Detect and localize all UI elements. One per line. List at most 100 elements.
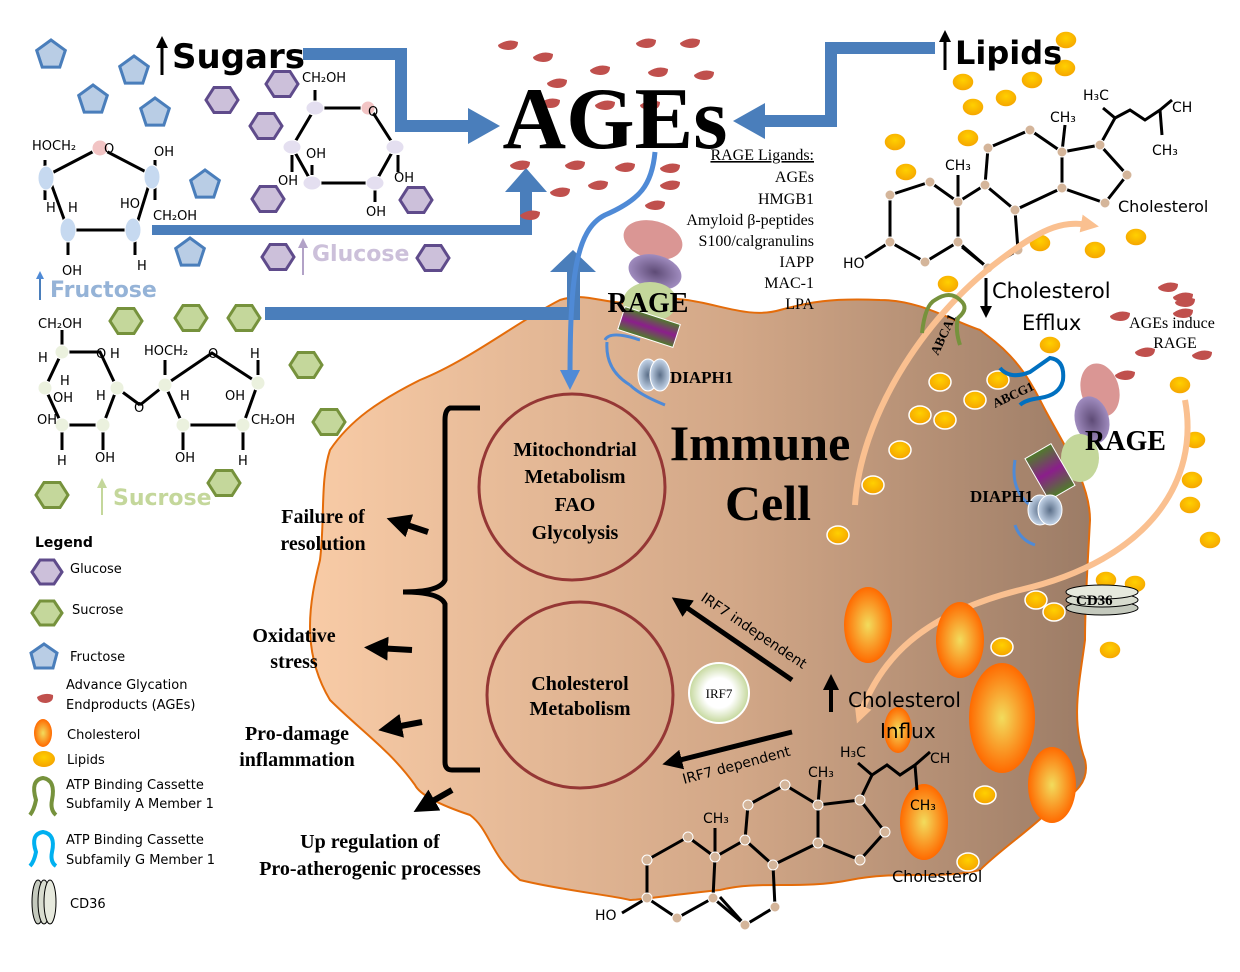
chem-label: CH₃: [808, 765, 834, 781]
age-droplet-icon: [37, 693, 54, 703]
chol-met-text: Cholesterol: [531, 673, 629, 695]
fructose-pentagon: [138, 96, 172, 127]
lipid-dot: [936, 274, 960, 294]
atom-node: [37, 165, 55, 191]
lipids-to-ages-arrow: [733, 42, 935, 139]
immune-cell-title: Cell: [725, 475, 811, 531]
lipid-dot-icon: [33, 751, 55, 767]
sucrose-hexagon: [311, 408, 347, 436]
sugars-to-ages-arrow: [303, 48, 500, 144]
oxygen-node: [360, 100, 376, 116]
chem-label: H: [250, 347, 260, 362]
age-droplet: [510, 160, 530, 170]
sucrose-hexagon: [206, 469, 242, 497]
chem-label: HO: [843, 256, 865, 272]
fructose-pentagon: [76, 83, 110, 114]
ligand-item: LPA: [785, 296, 814, 313]
legend-label: Cholesterol: [67, 728, 140, 743]
atom-node: [767, 859, 779, 871]
mito-text: Glycolysis: [532, 522, 619, 544]
legend-label: Advance Glycation: [66, 678, 188, 693]
chem-label: OH: [62, 264, 82, 279]
atom-node: [143, 164, 161, 190]
chem-label: H: [57, 454, 67, 469]
mito-text: Metabolism: [524, 466, 625, 488]
lipid-dot: [888, 440, 912, 460]
lipids-text: Lipids: [955, 34, 1062, 72]
age-droplet: [694, 70, 714, 80]
chem-label: OH: [95, 451, 115, 466]
abca1-loop-icon: [28, 775, 58, 817]
chem-label: HO: [595, 908, 617, 924]
sugars-label: Sugars: [156, 36, 305, 77]
legend-label: Subfamily G Member 1: [66, 853, 215, 868]
sugars-text: Sugars: [172, 37, 305, 77]
glucose-hexagon-icon: [30, 558, 64, 586]
atom-node: [641, 892, 653, 904]
sucrose-label: Sucrose: [97, 478, 212, 515]
irf7-label: IRF7: [706, 686, 733, 701]
age-droplet: [520, 210, 540, 220]
fructose-pentagon: [34, 38, 68, 69]
rage-receptor-top: [603, 220, 683, 407]
lipid-dot: [908, 405, 932, 425]
cd36-icon: [31, 879, 57, 925]
outcome-text: Up regulation of: [300, 831, 440, 853]
chem-label: H: [68, 201, 78, 216]
chem-label: H: [96, 389, 106, 404]
influx-text: Cholesterol: [848, 688, 961, 712]
chem-label: H: [46, 201, 56, 216]
atom-node: [1056, 146, 1068, 158]
sucrose-hexagon: [34, 481, 70, 509]
lipid-dot: [1178, 495, 1202, 515]
fructose-text: Fructose: [50, 278, 157, 303]
efflux-text-2: Efflux: [1022, 311, 1081, 335]
lipid-dot: [963, 390, 987, 410]
chem-label: CH₂OH: [153, 209, 197, 224]
chem-label: OH: [37, 413, 57, 428]
atom-node: [671, 912, 683, 924]
chem-label: CH₂OH: [302, 71, 346, 86]
abcg1-loop-icon: [28, 829, 58, 868]
chem-label: HOCH₂: [32, 139, 76, 154]
age-droplet: [550, 187, 570, 197]
cholesterol-droplet: [884, 707, 912, 753]
chem-label: CH₃: [910, 798, 936, 814]
atom-node: [59, 217, 77, 243]
rage-label-right: RAGE: [1085, 426, 1166, 457]
atom-node: [37, 380, 53, 396]
age-droplets: [498, 38, 1212, 380]
chem-label: OH: [394, 171, 414, 186]
ligand-item: S100/calgranulins: [698, 233, 814, 250]
legend-label: Lipids: [67, 753, 105, 768]
atom-node: [365, 175, 385, 191]
chem-label: H: [238, 454, 248, 469]
glucose-hexagon: [264, 70, 300, 98]
ligand-item: Amyloid β-peptides: [686, 212, 814, 229]
lipid-dot: [826, 525, 850, 545]
lipid-dot: [1168, 375, 1192, 395]
atom-node: [854, 854, 866, 866]
chem-label: O: [134, 401, 144, 416]
influx-text: Influx: [880, 719, 936, 743]
chem-label: H: [60, 374, 70, 389]
age-droplet: [615, 162, 635, 172]
immune-cell-title: Immune: [670, 415, 851, 471]
lipid-dot: [1020, 70, 1044, 90]
cholesterol-droplet: [969, 663, 1035, 773]
outcome-arrow-icon: [364, 636, 413, 661]
atom-node: [952, 236, 964, 248]
glucose-hexagon: [415, 244, 451, 272]
atom-node: [157, 377, 173, 393]
age-droplet: [660, 180, 680, 190]
cholesterol-droplet: [1028, 747, 1076, 823]
atom-node: [1009, 204, 1021, 216]
chem-label: O: [104, 142, 114, 157]
fructose-pentagon-icon: [29, 642, 59, 670]
atom-node: [1121, 169, 1133, 181]
age-droplet: [1135, 347, 1155, 357]
rage-label-top: RAGE: [608, 288, 689, 319]
chem-label: CH₃: [1050, 110, 1076, 126]
atom-node: [854, 794, 866, 806]
